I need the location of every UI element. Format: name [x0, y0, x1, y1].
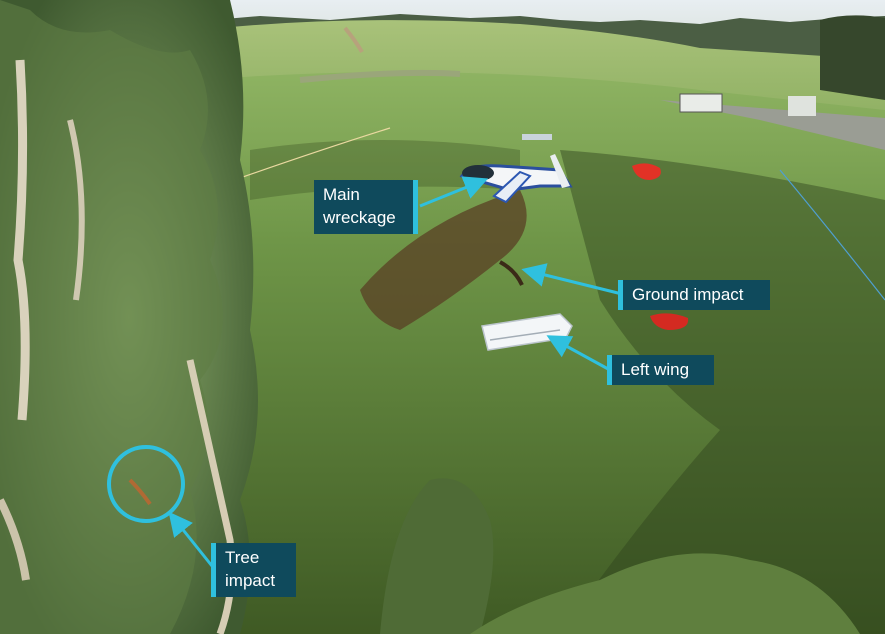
ground-impact-mark: [499, 260, 524, 286]
main-wreckage-label-line1: Main: [323, 185, 360, 204]
foreground-shrub: [470, 553, 860, 634]
tree-impact-label: Tree impact: [211, 543, 296, 597]
parachute: [632, 163, 661, 180]
foreground-shrub: [380, 478, 494, 634]
tree-shadow: [560, 150, 885, 634]
tree-impact-arrow: [168, 511, 214, 567]
left-wing-arrow: [546, 335, 611, 372]
tree-impact-label-line2: impact: [225, 571, 276, 590]
tree-impact-circle: [107, 445, 185, 523]
main-wreckage-shape: [459, 154, 573, 204]
debris: [522, 134, 552, 140]
building: [679, 93, 723, 113]
left-wing-shape: [481, 313, 573, 351]
eucalyptus-tree: [0, 0, 258, 634]
building: [788, 96, 816, 116]
main-wreckage-label-line2: wreckage: [323, 208, 396, 227]
parachute-debris: [650, 313, 689, 330]
fence-line: [779, 169, 885, 301]
main-wreckage-label: Main wreckage: [314, 180, 418, 234]
ground-impact-label-text: Ground impact: [632, 285, 744, 304]
fence-tape: [239, 127, 391, 179]
hill-path: [343, 26, 364, 54]
tree-cluster: [820, 15, 885, 100]
ground-impact-arrow: [521, 263, 623, 296]
left-wing-label: Left wing: [607, 355, 714, 385]
main-wreckage-arrow: [419, 176, 489, 208]
tree-impact-label-line1: Tree: [225, 548, 260, 567]
hill-track: [299, 69, 461, 83]
ground-scar: [360, 190, 527, 330]
road: [660, 100, 885, 150]
ground-impact-label: Ground impact: [618, 280, 770, 310]
left-wing-label-text: Left wing: [621, 360, 690, 379]
